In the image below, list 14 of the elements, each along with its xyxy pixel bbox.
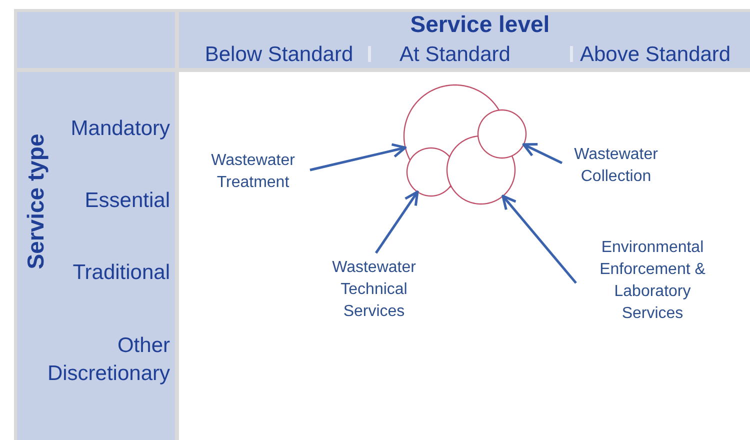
callout-label: Wastewater Collection [560, 144, 672, 188]
arrow [502, 194, 577, 284]
arrow [374, 190, 419, 254]
column-header: Above Standard [580, 43, 731, 67]
arrow [522, 143, 563, 164]
column-header: Below Standard [204, 43, 354, 67]
row-header: Other Discretionary [46, 333, 170, 387]
column-header: At Standard [398, 43, 512, 67]
callout-label: Wastewater Treatment [193, 150, 313, 194]
axis-title: Service level [409, 11, 551, 38]
arrow [310, 143, 407, 172]
callout-label: Wastewater Technical Services [315, 257, 433, 323]
callout-label: Environmental Enforcement & Laboratory Services [585, 237, 720, 325]
axis-title: Service type [22, 132, 50, 272]
